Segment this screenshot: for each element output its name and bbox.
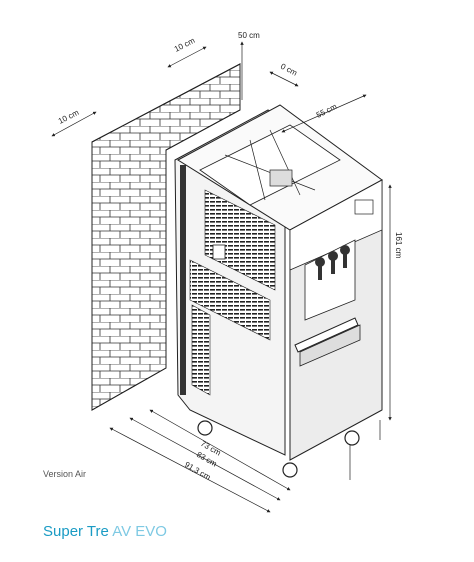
machine-body bbox=[174, 104, 383, 478]
dimension-clearance-right: 0 cm bbox=[279, 62, 299, 78]
brick-wall bbox=[91, 63, 241, 411]
dimension-clearance-left: 10 cm bbox=[57, 108, 81, 126]
product-model: AV EVO bbox=[112, 523, 167, 540]
product-brand: Super Tre bbox=[43, 523, 109, 540]
product-title: Super Tre AV EVO bbox=[43, 523, 167, 540]
dimension-lines bbox=[51, 41, 392, 513]
version-label: Version Air bbox=[43, 469, 87, 479]
dimension-height: 161 cm bbox=[394, 232, 403, 259]
dimension-clearance-back: 10 cm bbox=[173, 36, 197, 54]
dimension-clearance-top: 50 cm bbox=[238, 31, 260, 40]
dimension-depth: 55 cm bbox=[315, 102, 339, 120]
